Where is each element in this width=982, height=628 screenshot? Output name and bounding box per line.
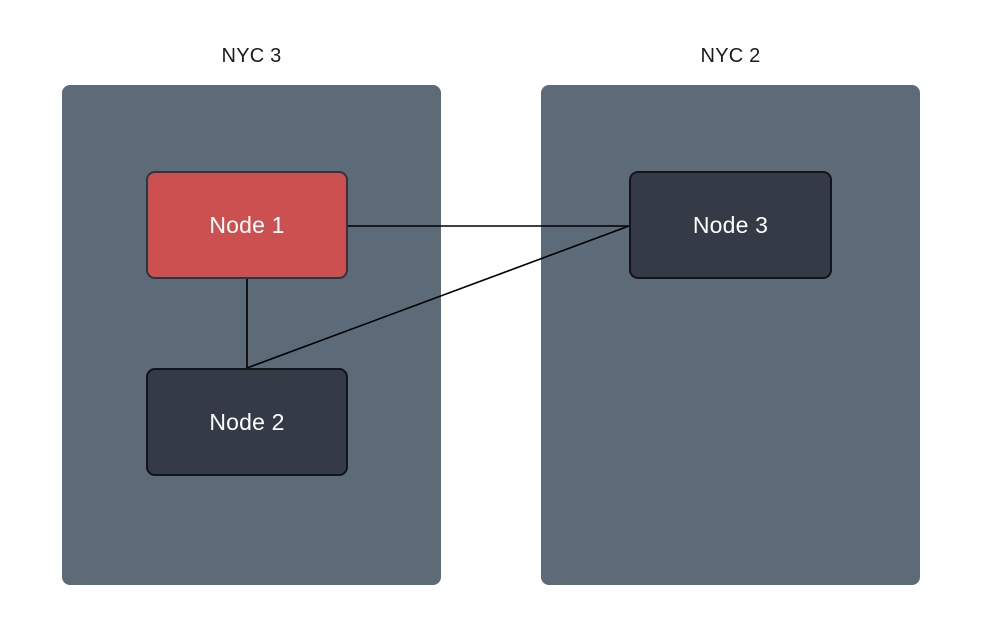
group-label-nyc-2: NYC 2 <box>700 45 761 67</box>
group-label-nyc-3: NYC 3 <box>221 45 282 67</box>
group-nyc-3[interactable] <box>62 85 441 585</box>
node-node-3[interactable]: Node 3 <box>629 171 832 279</box>
node-node-1[interactable]: Node 1 <box>146 171 348 279</box>
node-node-2[interactable]: Node 2 <box>146 368 348 476</box>
group-nyc-2[interactable] <box>541 85 920 585</box>
